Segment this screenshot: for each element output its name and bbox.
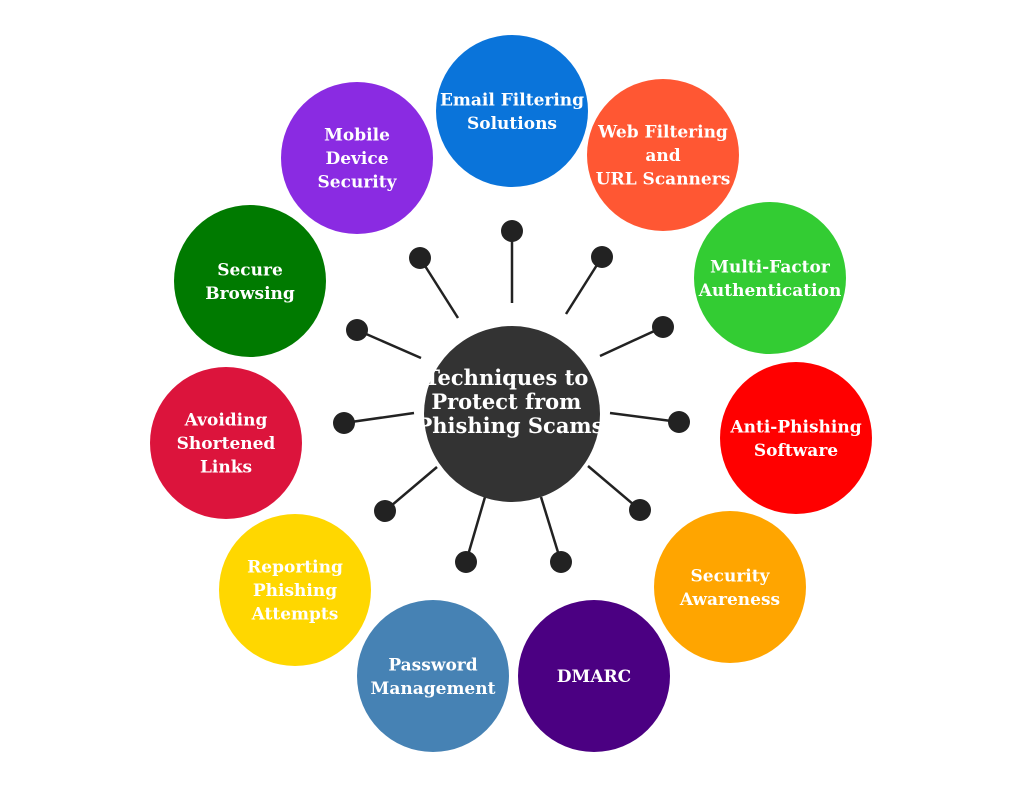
node-label-line: Browsing	[205, 284, 295, 304]
node-circle-dmarc	[518, 600, 670, 752]
node-label-line: Device	[325, 149, 388, 169]
node-label-line: Multi-Factor	[710, 257, 831, 277]
spoke-line	[564, 256, 604, 315]
node-label-line: Phishing	[253, 581, 337, 601]
spoke-dot	[333, 412, 355, 434]
spoke-dot	[501, 220, 523, 242]
spoke-line	[384, 466, 438, 512]
node-circle-mobile-device-security	[281, 82, 433, 234]
center-title-line-1: Techniques to	[424, 365, 588, 390]
spokes-group	[333, 220, 690, 573]
node-dmarc: DMARC	[518, 600, 670, 752]
spoke-line	[539, 496, 563, 563]
spoke-dot	[550, 551, 572, 573]
spoke-dot	[629, 499, 651, 521]
center-title-line-2: Protect from	[431, 389, 581, 414]
node-label-line: Management	[371, 679, 496, 699]
spoke-line	[343, 411, 415, 425]
node-label-line: Solutions	[467, 114, 557, 134]
node-circle-multi-factor-authentication	[694, 202, 846, 354]
node-label-line: Software	[754, 441, 838, 461]
node-label-line: Email Filtering	[440, 90, 584, 110]
node-label-line: Web Filtering	[597, 123, 728, 143]
spoke-dot	[346, 319, 368, 341]
spoke-line	[609, 411, 680, 424]
node-label-line: Mobile	[324, 126, 390, 146]
node-circle-security-awareness	[654, 511, 806, 663]
node-circle-email-filtering-solutions	[436, 35, 588, 187]
spoke-dot	[652, 316, 674, 338]
spoke-dot	[591, 246, 613, 268]
center-circle	[424, 326, 600, 502]
node-label-dmarc: DMARC	[557, 667, 631, 687]
node-circle-web-filtering-and-url-scanners	[587, 79, 739, 231]
node-label-line: Attempts	[251, 605, 339, 625]
node-circle-secure-browsing	[174, 205, 326, 357]
spoke-line	[464, 496, 487, 563]
node-label-line: Avoiding	[184, 411, 268, 431]
center-hub: Techniques to Protect from Phishing Scam…	[417, 326, 604, 502]
spoke-line	[599, 325, 664, 358]
center-title-line-3: Phishing Scams	[417, 413, 604, 438]
node-circle-reporting-phishing-attempts	[219, 514, 371, 666]
center-title: Techniques to Protect from Phishing Scam…	[417, 365, 604, 438]
node-label-line: Anti-Phishing	[729, 417, 861, 437]
spoke-line	[587, 465, 641, 511]
node-label-line: Awareness	[679, 590, 780, 610]
node-label-line: Authentication	[698, 281, 842, 301]
spoke-dot	[668, 411, 690, 433]
node-label-line: Links	[200, 458, 252, 478]
spoke-dot	[374, 500, 396, 522]
spoke-dot	[409, 247, 431, 269]
node-circle-avoiding-shortened-links	[150, 367, 302, 519]
node-label-line: Reporting	[247, 558, 343, 578]
spoke-line	[356, 328, 422, 360]
node-label-line: Security	[691, 566, 771, 586]
node-label-line: Secure	[217, 260, 283, 280]
spoke-line	[418, 257, 460, 319]
node-circle-anti-phishing-software	[720, 362, 872, 514]
spoke-dot	[455, 551, 477, 573]
node-label-line: and	[645, 146, 680, 166]
node-label-line: URL Scanners	[596, 170, 731, 190]
node-label-line: Security	[318, 173, 398, 193]
node-label-line: Password	[388, 655, 477, 675]
node-label-line: DMARC	[557, 667, 631, 687]
node-label-line: Shortened	[177, 434, 276, 454]
node-circle-password-management	[357, 600, 509, 752]
